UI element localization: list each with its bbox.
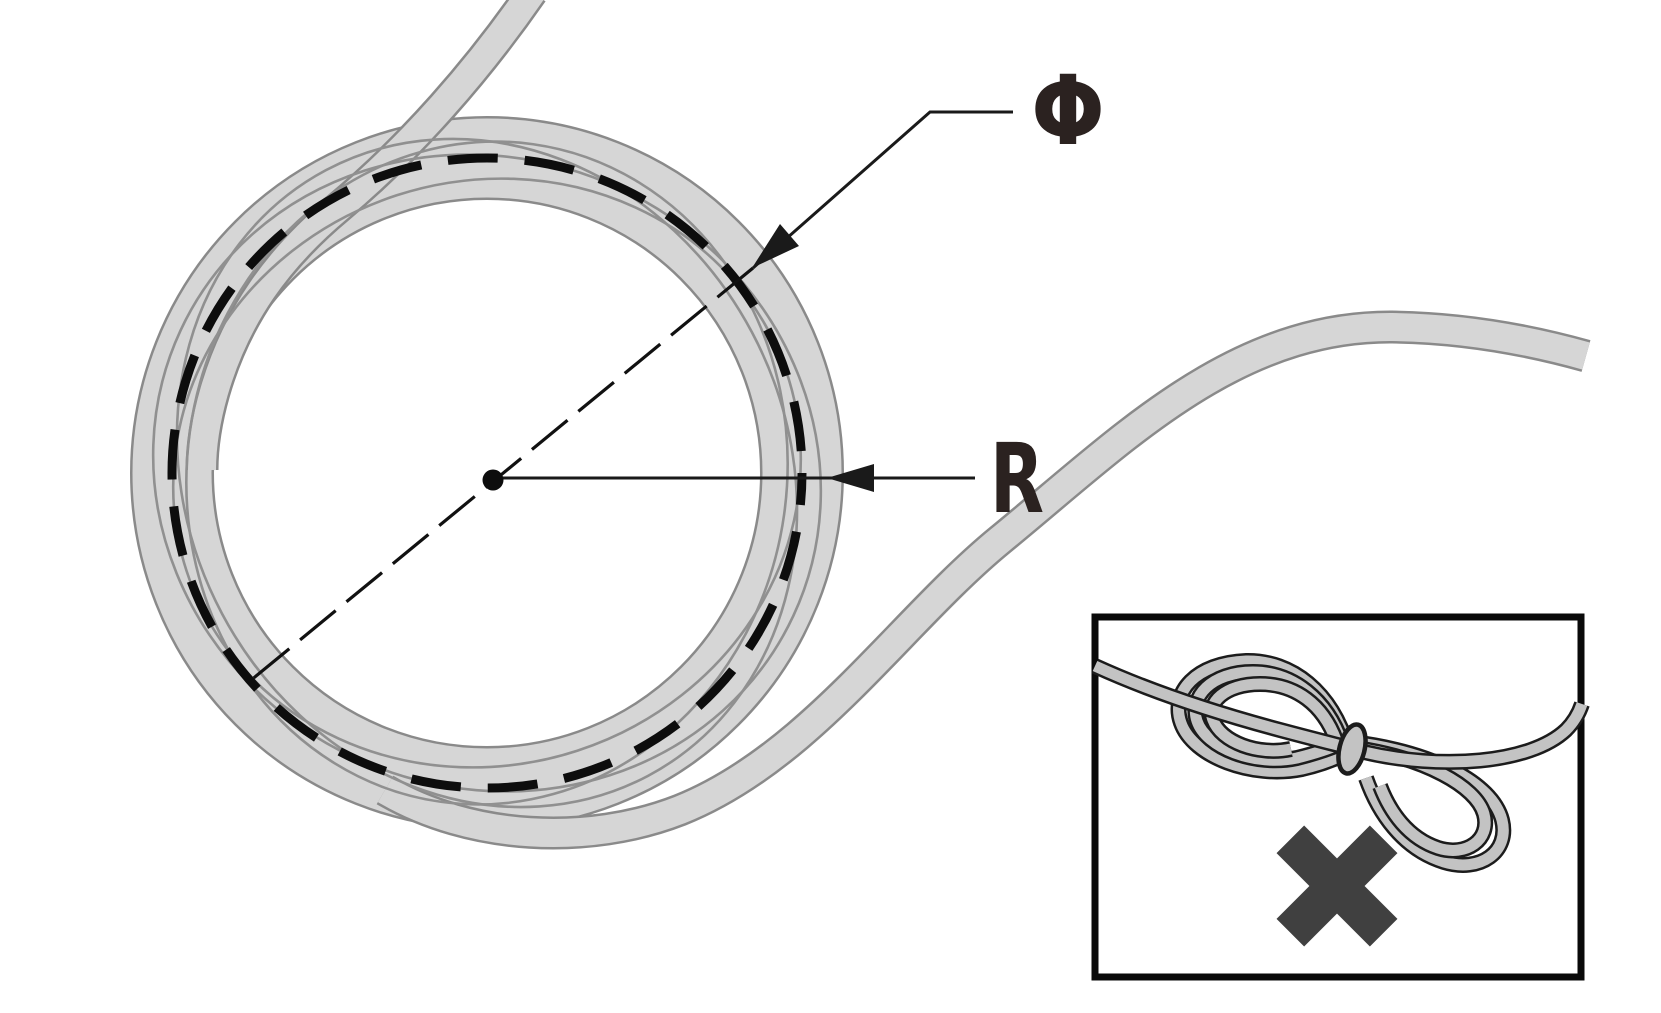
- radius-dimension: R: [497, 423, 1044, 535]
- diameter-leader-line: [752, 110, 1013, 270]
- diameter-label: Φ: [1031, 55, 1105, 167]
- arrowhead-icon: [827, 464, 874, 492]
- radius-label: R: [990, 423, 1044, 535]
- coil-centerline-circle: [167, 153, 807, 793]
- center-point: [482, 469, 504, 491]
- inset-frame: [1091, 613, 1585, 981]
- donot-inset: [1091, 613, 1585, 981]
- knotted-cable: [1095, 661, 1582, 865]
- knot-wrap: [1336, 722, 1368, 776]
- x-mark-icon: [1276, 825, 1398, 947]
- arrowhead-icon: [752, 224, 799, 268]
